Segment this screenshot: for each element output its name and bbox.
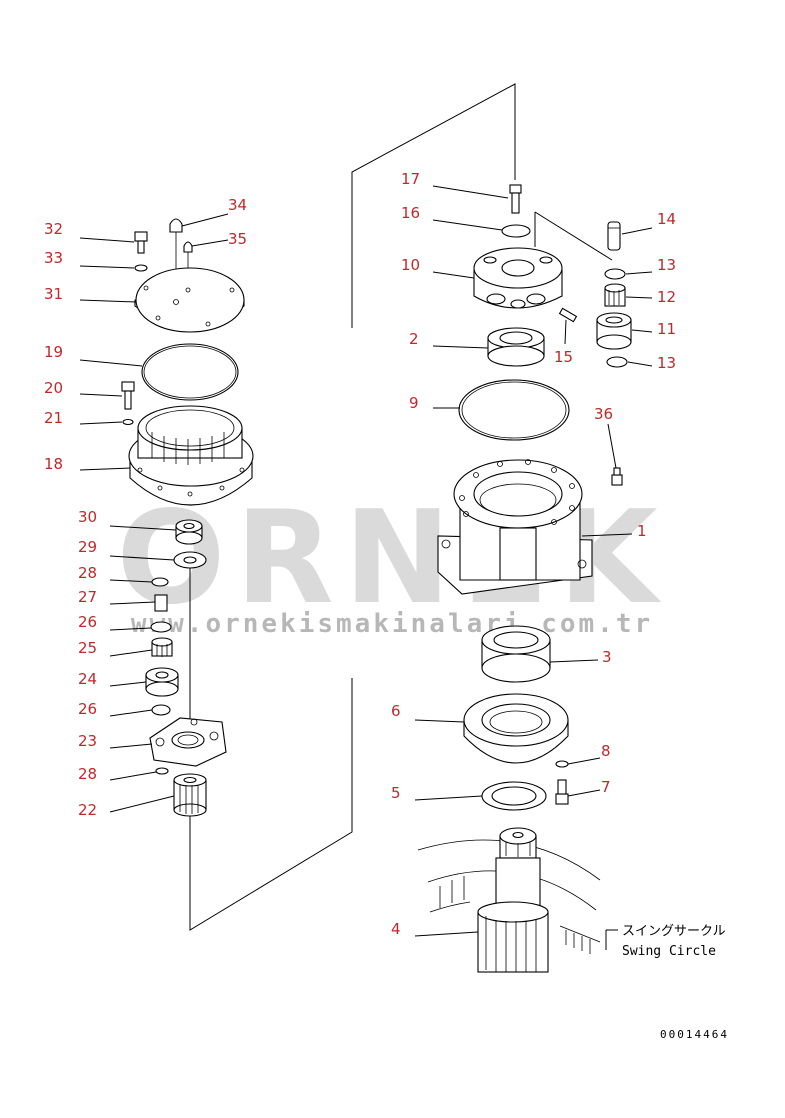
part-11-planet-gear	[596, 312, 632, 350]
part-9-o-ring	[458, 379, 570, 441]
part-16-plate	[501, 224, 531, 238]
part-27-pin	[154, 594, 168, 612]
swing-circle-en-label: Swing Circle	[622, 944, 716, 959]
part-labels: 17 16 14 10 13 12 11 2 15 13 9 36 1 3 6 …	[44, 170, 676, 938]
part-25-needle-bearing	[151, 637, 173, 657]
watermark-url: www.ornekismakinalari.com.tr	[131, 609, 653, 639]
label-32: 32	[44, 220, 63, 238]
part-21-washer	[122, 418, 134, 426]
label-6: 6	[391, 702, 401, 720]
part-6-cover	[463, 693, 569, 764]
label-21: 21	[44, 409, 63, 427]
part-32-bolt	[134, 231, 148, 254]
label-1: 1	[637, 522, 647, 540]
part-26-washer-top	[150, 621, 172, 633]
part-13-washer-top	[604, 268, 626, 280]
part-31-cover	[134, 267, 245, 333]
part-20-bolt	[121, 381, 135, 410]
part-2-bearing	[487, 327, 545, 367]
label-4: 4	[391, 920, 401, 938]
label-12: 12	[657, 288, 676, 306]
label-20: 20	[44, 379, 63, 397]
part-18-ring-gear	[128, 405, 254, 506]
part-15-pin	[558, 307, 578, 323]
label-22: 22	[78, 801, 97, 819]
label-30: 30	[78, 508, 97, 526]
label-35: 35	[228, 230, 247, 248]
right-column-parts: スイングサークル Swing Circle	[417, 184, 726, 973]
label-29: 29	[78, 538, 97, 556]
part-10-carrier	[473, 247, 563, 309]
label-28-top: 28	[78, 564, 97, 582]
swing-circle-jp-label: スイングサークル	[622, 924, 726, 939]
label-19: 19	[44, 343, 63, 361]
label-9: 9	[409, 394, 419, 412]
part-17-bolt	[509, 184, 522, 214]
label-33: 33	[44, 249, 63, 267]
part-36-plug	[611, 467, 623, 486]
part-3-bearing	[481, 625, 551, 683]
part-26-washer-bottom	[151, 704, 171, 716]
label-14: 14	[657, 210, 676, 228]
label-11: 11	[657, 320, 676, 338]
label-2: 2	[409, 330, 419, 348]
part-33-washer	[134, 264, 148, 272]
part-7-bolt	[555, 779, 569, 805]
label-34: 34	[228, 196, 247, 214]
label-13-top: 13	[657, 256, 676, 274]
drawing-code: 00014464	[660, 1028, 729, 1041]
label-26-bottom: 26	[78, 700, 97, 718]
label-17: 17	[401, 170, 420, 188]
left-column-parts	[121, 218, 254, 817]
label-15: 15	[554, 348, 573, 366]
label-23: 23	[78, 732, 97, 750]
label-25: 25	[78, 639, 97, 657]
label-5: 5	[391, 784, 401, 802]
label-7: 7	[601, 778, 611, 796]
part-8-washer	[555, 760, 569, 768]
part-4-pinion-shaft	[477, 827, 549, 973]
part-14-pin	[607, 221, 621, 251]
part-28-snap-ring-bottom	[155, 767, 169, 775]
part-29-thrust-washer	[173, 551, 207, 569]
label-16: 16	[401, 204, 420, 222]
label-28-bottom: 28	[78, 765, 97, 783]
part-13-washer-bottom	[606, 356, 628, 368]
part-24-planet-gear	[145, 667, 179, 697]
part-1-housing	[437, 459, 593, 595]
label-31: 31	[44, 285, 63, 303]
part-5-seal	[481, 781, 547, 811]
leader-lines	[79, 185, 653, 937]
part-23-carrier	[149, 717, 227, 767]
label-8: 8	[601, 742, 611, 760]
part-22-sun-gear	[173, 773, 207, 817]
label-26-top: 26	[78, 613, 97, 631]
label-27: 27	[78, 588, 97, 606]
label-13-bottom: 13	[657, 354, 676, 372]
part-12-needle-bearing	[604, 283, 626, 307]
part-28-snap-ring-top	[151, 577, 169, 587]
label-36: 36	[594, 405, 613, 423]
part-19-o-ring	[141, 343, 239, 401]
part-30-sun-gear	[175, 519, 203, 545]
label-3: 3	[602, 648, 612, 666]
label-24: 24	[78, 670, 97, 688]
explode-frame	[189, 83, 613, 931]
label-18: 18	[44, 455, 63, 473]
label-10: 10	[401, 256, 420, 274]
